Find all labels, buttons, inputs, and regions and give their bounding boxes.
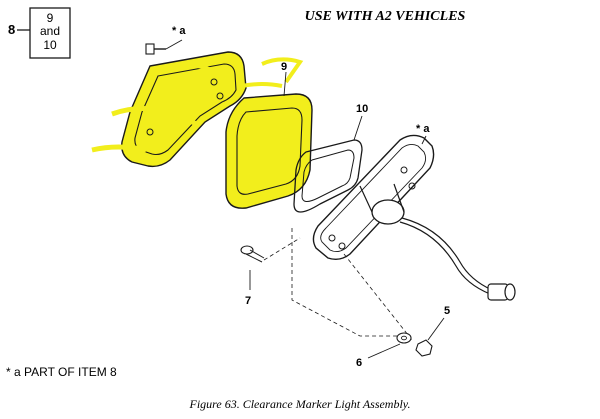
housing-outline: [121, 51, 247, 168]
ref-index-label: 8: [8, 22, 15, 37]
ref-box-line-2: and: [40, 24, 60, 38]
screw-thread: [245, 249, 265, 263]
callout-5-label: 5: [444, 305, 450, 317]
vehicle-note: USE WITH A2 VEHICLES: [305, 9, 466, 24]
frame-highlight: [226, 94, 312, 209]
callout-6-leader: [367, 343, 401, 359]
highlight-scribble-4: [241, 82, 283, 88]
connector-end: [504, 283, 516, 301]
highlight-scribble-3: [167, 62, 213, 72]
washer-nut-parts: 6 5: [356, 305, 450, 369]
figure-caption: Figure 63. Clearance Marker Light Assemb…: [189, 397, 411, 411]
housing-highlight: [121, 52, 246, 167]
star-a-right-label: * a: [416, 123, 430, 135]
highlight-scribble-2: [91, 144, 147, 153]
socket-body: [359, 183, 405, 213]
star-a-top-label: * a: [172, 25, 186, 37]
callout-7-label: 7: [245, 295, 251, 307]
base-plate-outline: [312, 134, 435, 261]
screw-head: [240, 245, 254, 255]
gasket-part: 10: [293, 103, 368, 213]
housing-hole-1: [210, 78, 218, 86]
assembly-line-2: [343, 253, 413, 341]
gasket-inner: [301, 149, 355, 202]
housing-screw: [145, 43, 155, 55]
plate-hole-3: [328, 234, 336, 242]
socket-front: [371, 199, 405, 225]
frame-inner-rim: [236, 107, 303, 195]
cable-line-1: [401, 217, 493, 291]
ref-box-line-3: 10: [43, 38, 57, 52]
star-a-top-leader: [165, 39, 183, 50]
highlight-scribble-5: [261, 57, 304, 84]
star-a-right-leader: [421, 135, 427, 145]
housing-hole-2: [216, 92, 224, 100]
lens-housing-part: * a: [91, 25, 247, 168]
plate-hole-2: [408, 182, 416, 190]
base-plate-inner: [320, 143, 427, 253]
plate-hole-4: [338, 242, 346, 250]
housing-hole-3: [146, 128, 154, 136]
ref-box-frame: [29, 7, 71, 59]
callout-6-label: 6: [356, 357, 362, 369]
lens-frame-part: 9: [225, 57, 313, 209]
callout-10-leader: [353, 115, 363, 141]
washer: [396, 332, 412, 344]
callout-5-leader: [427, 317, 445, 341]
plate-hole-1: [400, 166, 408, 174]
washer-hole: [401, 335, 407, 341]
base-plate-part: * a: [312, 123, 516, 301]
callout-9-leader: [283, 71, 287, 97]
cable-line-2: [399, 221, 491, 295]
assembly-lines: [263, 228, 413, 341]
callout-9-label: 9: [281, 61, 287, 73]
nut: [415, 339, 433, 357]
legend-note: * a PART OF ITEM 8: [6, 365, 117, 379]
gasket-outline: [293, 139, 363, 213]
highlight-scribble-1: [111, 106, 198, 127]
ref-box: 8 9 and 10: [8, 7, 71, 59]
callout-10-label: 10: [356, 103, 368, 115]
assembly-line-1: [263, 228, 400, 337]
frame-outline: [225, 93, 313, 209]
screw-part: 7: [240, 245, 265, 307]
ref-box-line-1: 9: [47, 11, 54, 25]
